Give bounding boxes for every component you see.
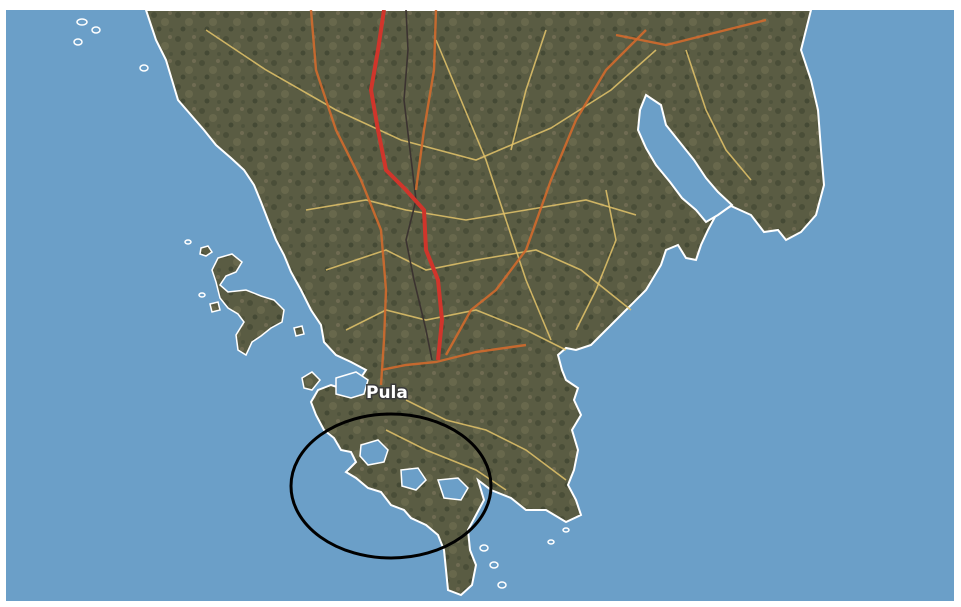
island-small-3 [293, 325, 305, 337]
map-canvas[interactable]: Pula [6, 10, 954, 601]
southern-bay-1 [359, 439, 389, 466]
east-inlet [636, 93, 734, 224]
island-small-1 [199, 245, 214, 257]
island-small-4 [301, 371, 322, 391]
island-small-2 [209, 301, 221, 313]
place-label-pula[interactable]: Pula [365, 382, 410, 405]
island-large [211, 253, 285, 357]
islets [73, 18, 570, 589]
motorway [368, 10, 445, 361]
primary-roads [309, 10, 767, 386]
annotation-circle [289, 412, 493, 560]
map-view[interactable]: Pula [6, 10, 954, 601]
southern-bay-3 [436, 477, 469, 501]
pula-harbour [335, 371, 369, 399]
southern-bay-2 [400, 467, 427, 491]
secondary-roads [205, 29, 752, 491]
